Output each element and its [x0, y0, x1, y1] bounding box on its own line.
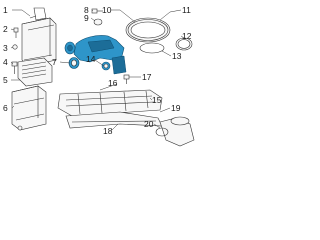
callout-12: 12 — [182, 31, 192, 41]
callout-10: 10 — [102, 5, 112, 15]
callout-4: 4 — [3, 57, 8, 67]
bolt-17[interactable] — [123, 74, 130, 84]
air-filter-element[interactable] — [17, 57, 53, 87]
callout-3: 3 — [3, 43, 8, 53]
callout-6: 6 — [3, 103, 8, 113]
callout-1: 1 — [3, 5, 8, 15]
callout-13: 13 — [172, 51, 182, 61]
callout-9: 9 — [84, 13, 89, 23]
callout-2: 2 — [3, 24, 8, 34]
engine-cover[interactable] — [57, 89, 163, 117]
callout-11: 11 — [182, 5, 191, 15]
callout-20: 20 — [144, 119, 154, 129]
callout-8: 8 — [84, 5, 89, 15]
duct-clamp[interactable] — [68, 57, 80, 69]
callout-15: 15 — [152, 95, 162, 105]
air-cleaner-lower-housing[interactable] — [11, 85, 47, 131]
resonator-ring[interactable] — [125, 17, 171, 43]
callout-14: 14 — [86, 54, 96, 64]
bolt-4[interactable] — [11, 61, 18, 74]
callout-17: 17 — [142, 72, 152, 82]
callout-19: 19 — [171, 103, 181, 113]
clamp-ring-bottom[interactable] — [155, 127, 169, 137]
leader-lines — [10, 9, 185, 131]
outlet-tube[interactable] — [159, 116, 195, 147]
callout-5: 5 — [3, 75, 8, 85]
callout-18: 18 — [103, 126, 113, 136]
exploded-parts-diagram: 1 2 3 4 5 6 7 8 9 10 11 12 13 14 15 16 1… — [3, 5, 195, 147]
callout-16: 16 — [108, 78, 118, 88]
air-cleaner-upper-housing[interactable] — [21, 7, 57, 67]
callout-7: 7 — [52, 57, 57, 67]
clamp-9[interactable] — [93, 18, 103, 26]
grommet-3[interactable] — [12, 44, 18, 50]
seal-ring[interactable] — [139, 42, 165, 54]
duct-clamp-small[interactable] — [101, 61, 111, 71]
intake-air-duct[interactable] — [64, 35, 127, 75]
bolt-2[interactable] — [13, 27, 19, 38]
